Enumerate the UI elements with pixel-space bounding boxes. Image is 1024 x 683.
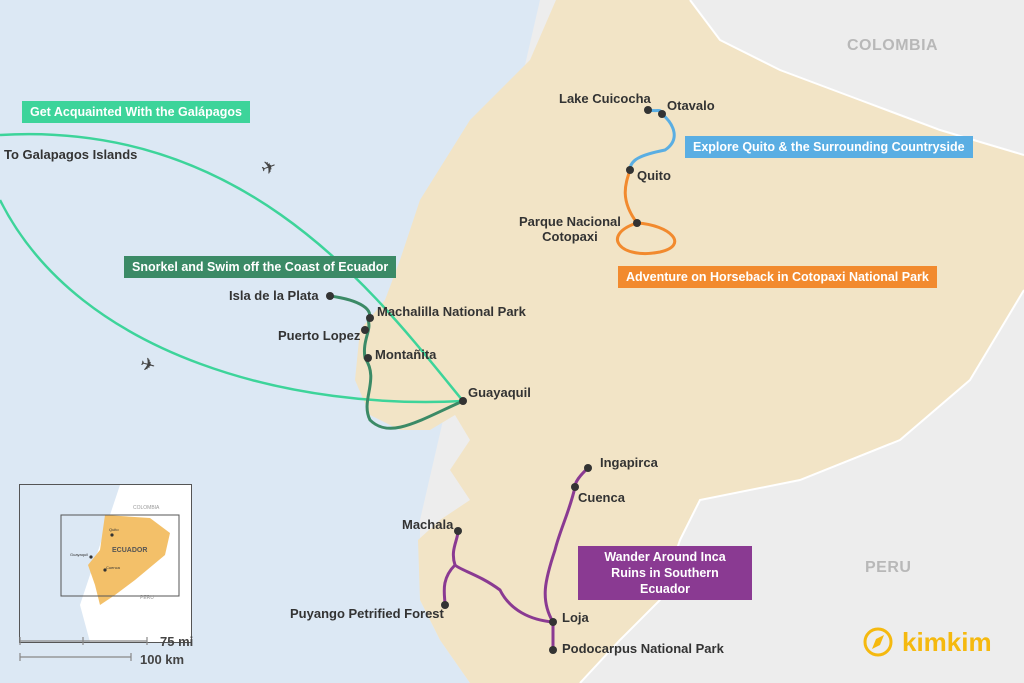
inset-guayaquil: Guayaquil [70, 552, 89, 557]
country-label-peru: PERU [865, 559, 912, 576]
inset-peru: PERU [140, 595, 154, 601]
place-otavalo: Otavalo [667, 98, 715, 113]
logo-text: kimkim [902, 626, 992, 657]
plane-icon: ✈ [138, 353, 158, 376]
place-montanita: Montañita [375, 347, 437, 362]
place-lake-cuicocha: Lake Cuicocha [559, 91, 651, 106]
route-quito [628, 108, 676, 171]
place-cotopaxi: Parque Nacional Cotopaxi [519, 214, 621, 244]
place-cuenca: Cuenca [578, 490, 625, 505]
place-puyango: Puyango Petrified Forest [290, 606, 444, 621]
route-snorkel [329, 294, 464, 430]
route-label-snorkel[interactable]: Snorkel and Swim off the Coast of Ecuado… [124, 256, 397, 278]
route-cotopaxi [616, 169, 676, 255]
place-machala: Machala [402, 517, 454, 532]
route-label-cotopaxi[interactable]: Adventure on Horseback in Cotopaxi Natio… [618, 266, 937, 288]
ecuador-land [355, 0, 1024, 683]
place-guayaquil: Guayaquil [468, 385, 531, 400]
place-galapagos: To Galapagos Islands [4, 147, 138, 162]
place-machalilla: Machalilla National Park [377, 304, 526, 319]
scale-bar [19, 637, 148, 661]
scale-mi: 75 mi [160, 634, 194, 649]
place-isla-de-la-plata: Isla de la Plata [229, 288, 319, 303]
kimkim-logo: kimkim [862, 626, 992, 658]
place-puerto-lopez: Puerto Lopez [278, 328, 361, 343]
route-label-quito[interactable]: Explore Quito & the Surrounding Countrys… [685, 136, 973, 158]
place-quito: Quito [637, 168, 671, 183]
compass-icon [863, 627, 893, 657]
place-loja: Loja [562, 610, 589, 625]
route-label-galapagos[interactable]: Get Acquainted With the Galápagos [22, 101, 250, 123]
place-podocarpus: Podocarpus National Park [562, 641, 724, 656]
inset-map: COLOMBIA PERU ECUADOR Quito Guayaquil Cu… [19, 484, 192, 643]
scale-km: 100 km [140, 652, 185, 667]
inset-ecuador: ECUADOR [112, 547, 148, 554]
inset-colombia: COLOMBIA [133, 505, 160, 511]
route-label-inca[interactable]: Wander Around Inca Ruins in Southern Ecu… [578, 546, 752, 600]
plane-icon: ✈ [258, 156, 279, 180]
country-label-colombia: COLOMBIA [847, 37, 939, 54]
inset-quito: Quito [109, 527, 119, 532]
border [579, 0, 1024, 683]
inset-cuenca: Cuenca [106, 565, 120, 570]
place-ingapirca: Ingapirca [600, 455, 658, 470]
route-galapagos [0, 132, 464, 404]
